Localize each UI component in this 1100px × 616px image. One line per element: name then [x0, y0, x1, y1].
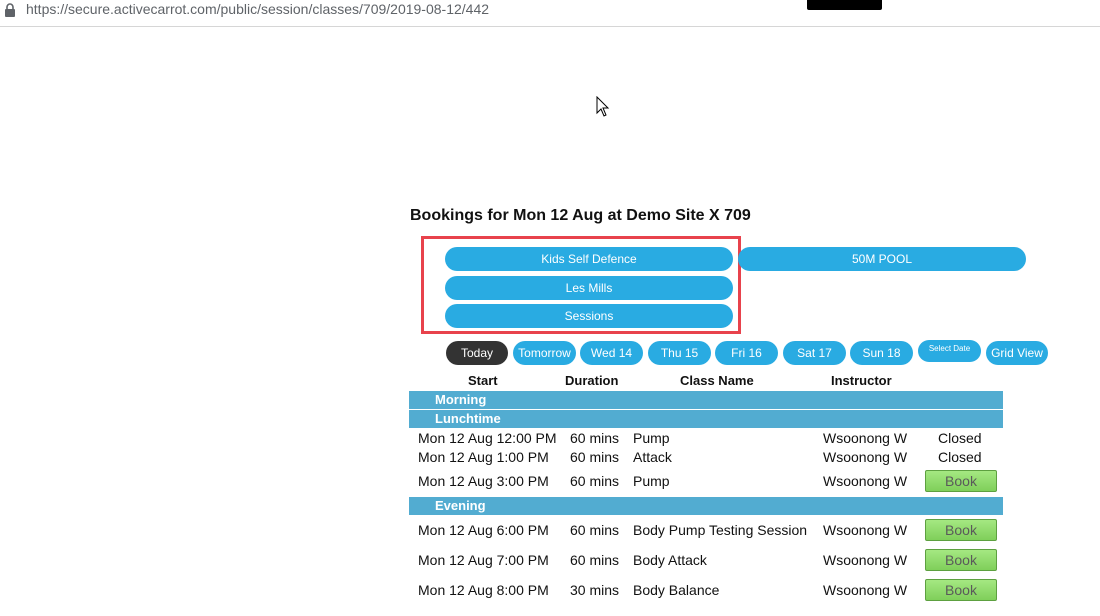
row-status-closed: Closed [938, 449, 982, 465]
table-row: Mon 12 Aug 3:00 PM 60 mins Pump Wsoonong… [409, 470, 1003, 494]
row-class-name: Body Attack [633, 552, 707, 568]
select-date-button[interactable]: Select Date [918, 340, 981, 362]
category-50m-pool[interactable]: 50M POOL [738, 247, 1026, 271]
row-duration: 60 mins [570, 449, 620, 465]
row-start: Mon 12 Aug 7:00 PM [418, 552, 549, 568]
row-status-closed: Closed [938, 430, 982, 446]
row-instructor: Wsoonong W [823, 582, 908, 598]
table-row: Mon 12 Aug 6:00 PM 60 mins Body Pump Tes… [409, 519, 1003, 543]
row-instructor: Wsoonong W [823, 449, 908, 465]
category-kids-self-defence[interactable]: Kids Self Defence [445, 247, 733, 271]
row-class-name: Body Pump Testing Session [633, 522, 808, 538]
page-title: Bookings for Mon 12 Aug at Demo Site X 7… [410, 207, 751, 224]
row-duration: 30 mins [570, 582, 620, 598]
date-tab-sat-17[interactable]: Sat 17 [783, 341, 846, 365]
column-header-class-name: Class Name [680, 373, 754, 388]
row-start: Mon 12 Aug 6:00 PM [418, 522, 549, 538]
date-tab-tomorrow[interactable]: Tomorrow [513, 341, 576, 365]
row-start: Mon 12 Aug 8:00 PM [418, 582, 549, 598]
row-class-name: Attack [633, 449, 672, 465]
lock-icon [5, 3, 15, 17]
highlight-annotation [421, 236, 741, 334]
date-tab-sun-18[interactable]: Sun 18 [850, 341, 913, 365]
section-evening: Evening [409, 497, 1003, 515]
table-row: Mon 12 Aug 1:00 PM 60 mins Attack Wsoono… [409, 447, 1003, 467]
table-row: Mon 12 Aug 8:00 PM 30 mins Body Balance … [409, 579, 1003, 603]
date-tab-today[interactable]: Today [446, 341, 508, 365]
row-start: Mon 12 Aug 12:00 PM [418, 430, 557, 446]
table-row: Mon 12 Aug 7:00 PM 60 mins Body Attack W… [409, 549, 1003, 573]
book-button[interactable]: Book [925, 579, 997, 601]
row-instructor: Wsoonong W [823, 552, 908, 568]
section-lunchtime: Lunchtime [409, 410, 1003, 428]
row-instructor: Wsoonong W [823, 473, 908, 489]
column-header-duration: Duration [565, 373, 619, 388]
row-duration: 60 mins [570, 473, 620, 489]
row-instructor: Wsoonong W [823, 522, 908, 538]
row-class-name: Body Balance [633, 582, 720, 598]
row-class-name: Pump [633, 473, 670, 489]
row-start: Mon 12 Aug 3:00 PM [418, 473, 549, 489]
url-text[interactable]: https://secure.activecarrot.com/public/s… [26, 1, 490, 17]
grid-view-button[interactable]: Grid View [986, 341, 1048, 365]
date-tab-wed-14[interactable]: Wed 14 [580, 341, 643, 365]
book-button[interactable]: Book [925, 519, 997, 541]
table-row: Mon 12 Aug 12:00 PM 60 mins Pump Wsoonon… [409, 428, 1003, 448]
section-morning: Morning [409, 391, 1003, 409]
book-button[interactable]: Book [925, 470, 997, 492]
book-button[interactable]: Book [925, 549, 997, 571]
redacted-block [807, 0, 882, 10]
category-les-mills[interactable]: Les Mills [445, 276, 733, 300]
row-class-name: Pump [633, 430, 670, 446]
row-duration: 60 mins [570, 552, 620, 568]
date-tab-thu-15[interactable]: Thu 15 [648, 341, 711, 365]
date-tab-fri-16[interactable]: Fri 16 [715, 341, 778, 365]
category-sessions[interactable]: Sessions [445, 304, 733, 328]
row-instructor: Wsoonong W [823, 430, 908, 446]
address-bar[interactable]: https://secure.activecarrot.com/public/s… [0, 0, 1100, 27]
row-duration: 60 mins [570, 522, 620, 538]
mouse-cursor-icon [596, 96, 610, 117]
column-header-instructor: Instructor [831, 373, 892, 388]
row-duration: 60 mins [570, 430, 620, 446]
row-start: Mon 12 Aug 1:00 PM [418, 449, 549, 465]
column-header-start: Start [468, 373, 498, 388]
